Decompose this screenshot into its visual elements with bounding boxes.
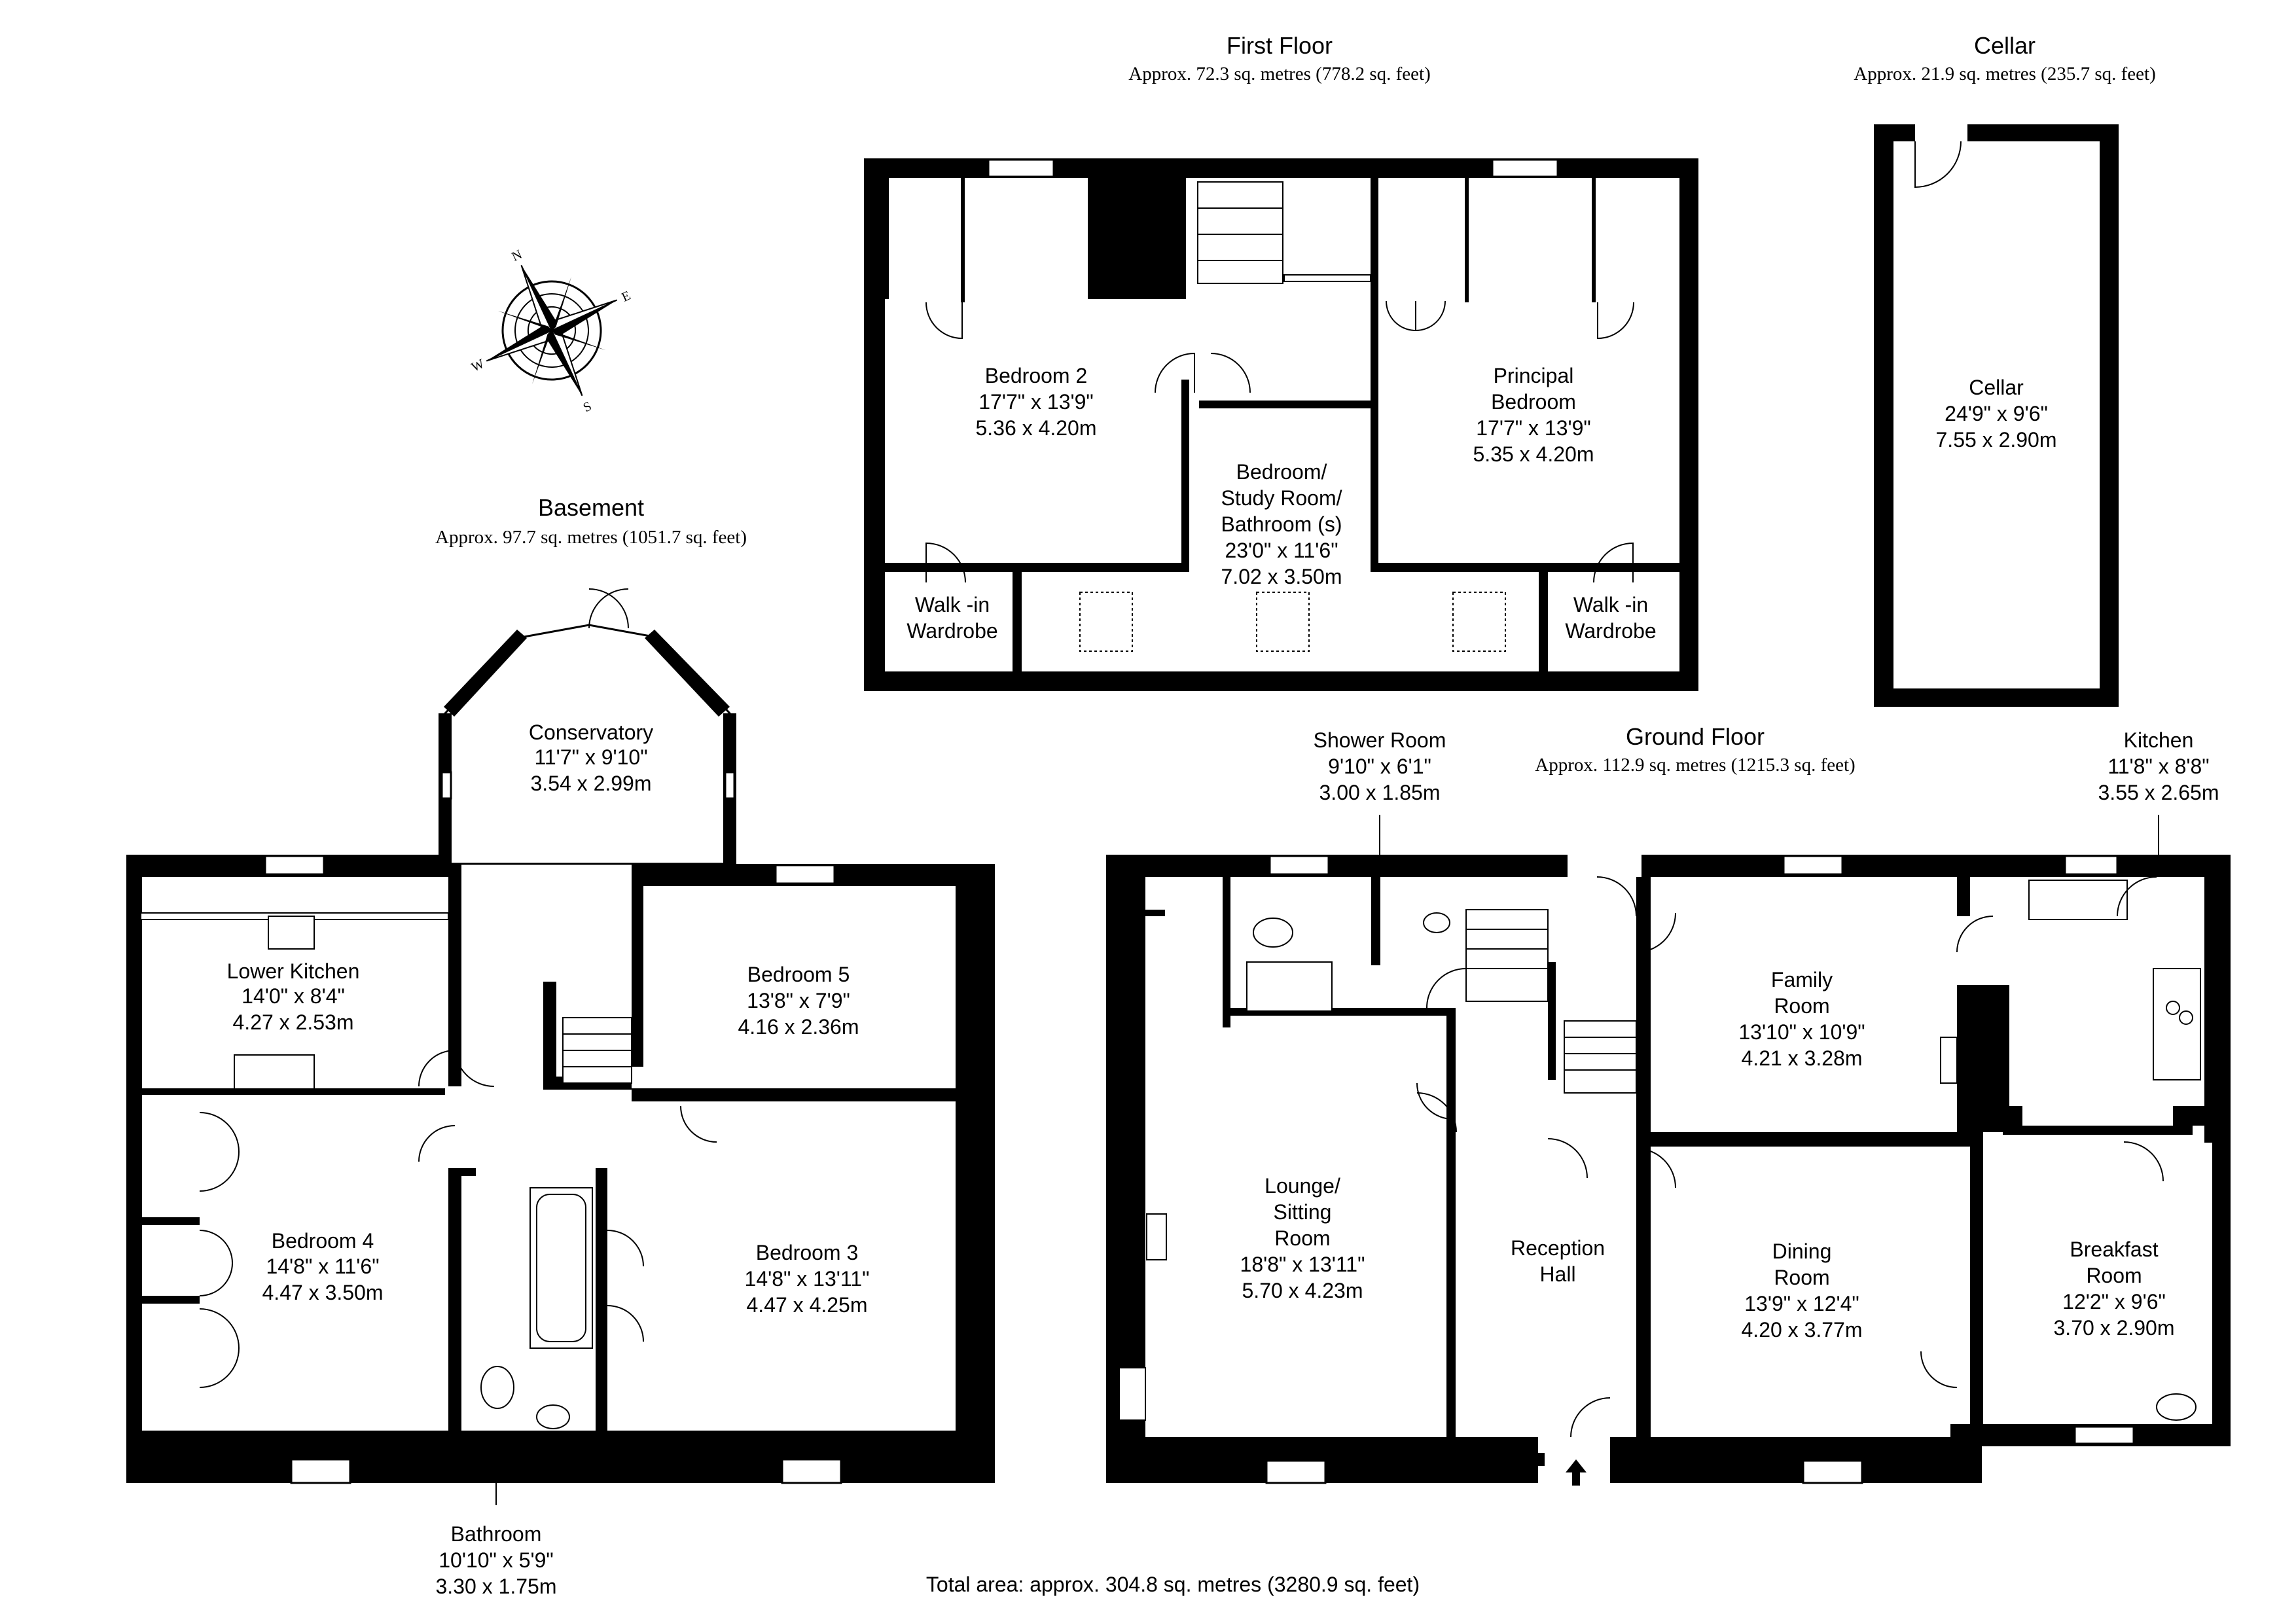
kitchen-imperial: 11'8" x 8'8" [2108, 755, 2209, 778]
breakfast-room-imperial: 12'2" x 9'6" [2062, 1290, 2166, 1313]
walk-in-wardrobe-left-2: Wardrobe [906, 619, 997, 643]
first-floor-plan: Bedroom 2 17'7" x 13'9" 5.36 x 4.20m Pri… [864, 158, 1698, 691]
conservatory-metric: 3.54 x 2.99m [531, 772, 652, 795]
compass-letter-e: E [620, 289, 633, 305]
breakfast-room-name-2: Room [2086, 1264, 2142, 1287]
principal-bedroom-metric: 5.35 x 4.20m [1473, 442, 1594, 466]
bedroom-4-name: Bedroom 4 [272, 1229, 374, 1253]
study-room-metric: 7.02 x 3.50m [1221, 565, 1342, 588]
basement-plan: Conservatory 11'7" x 9'10" 3.54 x 2.99m … [126, 588, 995, 1598]
compass-letter-s: S [581, 399, 594, 416]
lower-kitchen-imperial: 14'0" x 8'4" [242, 984, 345, 1008]
cellar-plan: Cellar 24'9" x 9'6" 7.55 x 2.90m [1874, 124, 2119, 707]
principal-bedroom-name-2: Bedroom [1491, 390, 1576, 414]
bedroom-3-metric: 4.47 x 4.25m [747, 1293, 868, 1317]
shower-room-name: Shower Room [1314, 728, 1446, 752]
bathroom-imperial: 10'10" x 5'9" [439, 1548, 554, 1572]
walk-in-wardrobe-right-2: Wardrobe [1565, 619, 1656, 643]
compass-letter-w: W [469, 357, 487, 375]
study-room-name-2: Study Room/ [1221, 486, 1342, 510]
dining-room-name-1: Dining [1772, 1240, 1832, 1263]
cellar-room-metric: 7.55 x 2.90m [1936, 428, 2057, 452]
study-room-name-3: Bathroom (s) [1221, 512, 1342, 536]
lounge-name-2: Sitting [1274, 1200, 1332, 1224]
dining-room-imperial: 13'9" x 12'4" [1744, 1292, 1859, 1315]
walk-in-wardrobe-right-1: Walk -in [1573, 593, 1648, 616]
conservatory-imperial: 11'7" x 9'10" [534, 745, 647, 769]
family-room-name-2: Room [1774, 994, 1829, 1018]
first-floor-area: Approx. 72.3 sq. metres (778.2 sq. feet) [1128, 63, 1431, 84]
bedroom-4-metric: 4.47 x 3.50m [262, 1281, 384, 1304]
family-room-name-1: Family [1771, 968, 1833, 991]
kitchen-name: Kitchen [2124, 728, 2194, 752]
cellar-area: Approx. 21.9 sq. metres (235.7 sq. feet) [1854, 63, 2156, 84]
reception-hall-name-1: Reception [1511, 1236, 1605, 1260]
bedroom-5-imperial: 13'8" x 7'9" [747, 989, 850, 1012]
bathroom-name: Bathroom [451, 1522, 542, 1546]
principal-bedroom-imperial: 17'7" x 13'9" [1476, 416, 1591, 440]
ground-floor-area: Approx. 112.9 sq. metres (1215.3 sq. fee… [1535, 755, 1855, 776]
kitchen-metric: 3.55 x 2.65m [2098, 781, 2219, 804]
compass-rose-icon: N S E W [469, 247, 633, 416]
bathroom-metric: 3.30 x 1.75m [436, 1575, 557, 1598]
bedroom-3-imperial: 14'8" x 13'11" [745, 1267, 870, 1291]
family-room-imperial: 13'10" x 10'9" [1738, 1020, 1865, 1044]
lounge-metric: 5.70 x 4.23m [1242, 1279, 1363, 1302]
shower-room-metric: 3.00 x 1.85m [1319, 781, 1441, 804]
bedroom-4-imperial: 14'8" x 11'6" [266, 1255, 379, 1278]
compass-letter-n: N [510, 247, 524, 264]
lower-kitchen-metric: 4.27 x 2.53m [233, 1010, 354, 1034]
dining-room-metric: 4.20 x 3.77m [1742, 1318, 1863, 1342]
bedroom-5-name: Bedroom 5 [747, 963, 850, 986]
cellar-title: Cellar [1974, 32, 2036, 59]
basement-title: Basement [538, 494, 644, 521]
study-room-imperial: 23'0" x 11'6" [1225, 539, 1338, 562]
lounge-imperial: 18'8" x 13'11" [1240, 1253, 1365, 1276]
bedroom-2-imperial: 17'7" x 13'9" [978, 390, 1094, 414]
lounge-name-3: Room [1274, 1226, 1330, 1250]
ground-floor-plan: Shower Room 9'10" x 6'1" 3.00 x 1.85m Ki… [1106, 728, 2231, 1486]
conservatory-name: Conservatory [529, 721, 653, 744]
principal-bedroom-name-1: Principal [1494, 364, 1574, 387]
cellar-room-name: Cellar [1969, 376, 2024, 399]
breakfast-room-name-1: Breakfast [2070, 1238, 2158, 1261]
total-area: Total area: approx. 304.8 sq. metres (32… [926, 1573, 1420, 1596]
bedroom-2-metric: 5.36 x 4.20m [976, 416, 1097, 440]
shower-room-imperial: 9'10" x 6'1" [1328, 755, 1431, 778]
lounge-name-1: Lounge/ [1265, 1174, 1340, 1198]
ground-floor-title: Ground Floor [1626, 723, 1765, 750]
reception-hall-name-2: Hall [1539, 1262, 1575, 1286]
dining-room-name-2: Room [1774, 1266, 1829, 1289]
lower-kitchen-name: Lower Kitchen [227, 959, 360, 983]
study-room-name-1: Bedroom/ [1236, 460, 1327, 484]
bedroom-5-metric: 4.16 x 2.36m [738, 1015, 859, 1039]
family-room-metric: 4.21 x 3.28m [1742, 1046, 1863, 1070]
breakfast-room-metric: 3.70 x 2.90m [2054, 1316, 2175, 1340]
walk-in-wardrobe-left-1: Walk -in [915, 593, 990, 616]
bedroom-3-name: Bedroom 3 [756, 1241, 859, 1264]
bedroom-2-name: Bedroom 2 [985, 364, 1088, 387]
cellar-room-imperial: 24'9" x 9'6" [1945, 402, 2048, 425]
basement-area: Approx. 97.7 sq. metres (1051.7 sq. feet… [435, 527, 747, 548]
first-floor-title: First Floor [1227, 32, 1333, 59]
